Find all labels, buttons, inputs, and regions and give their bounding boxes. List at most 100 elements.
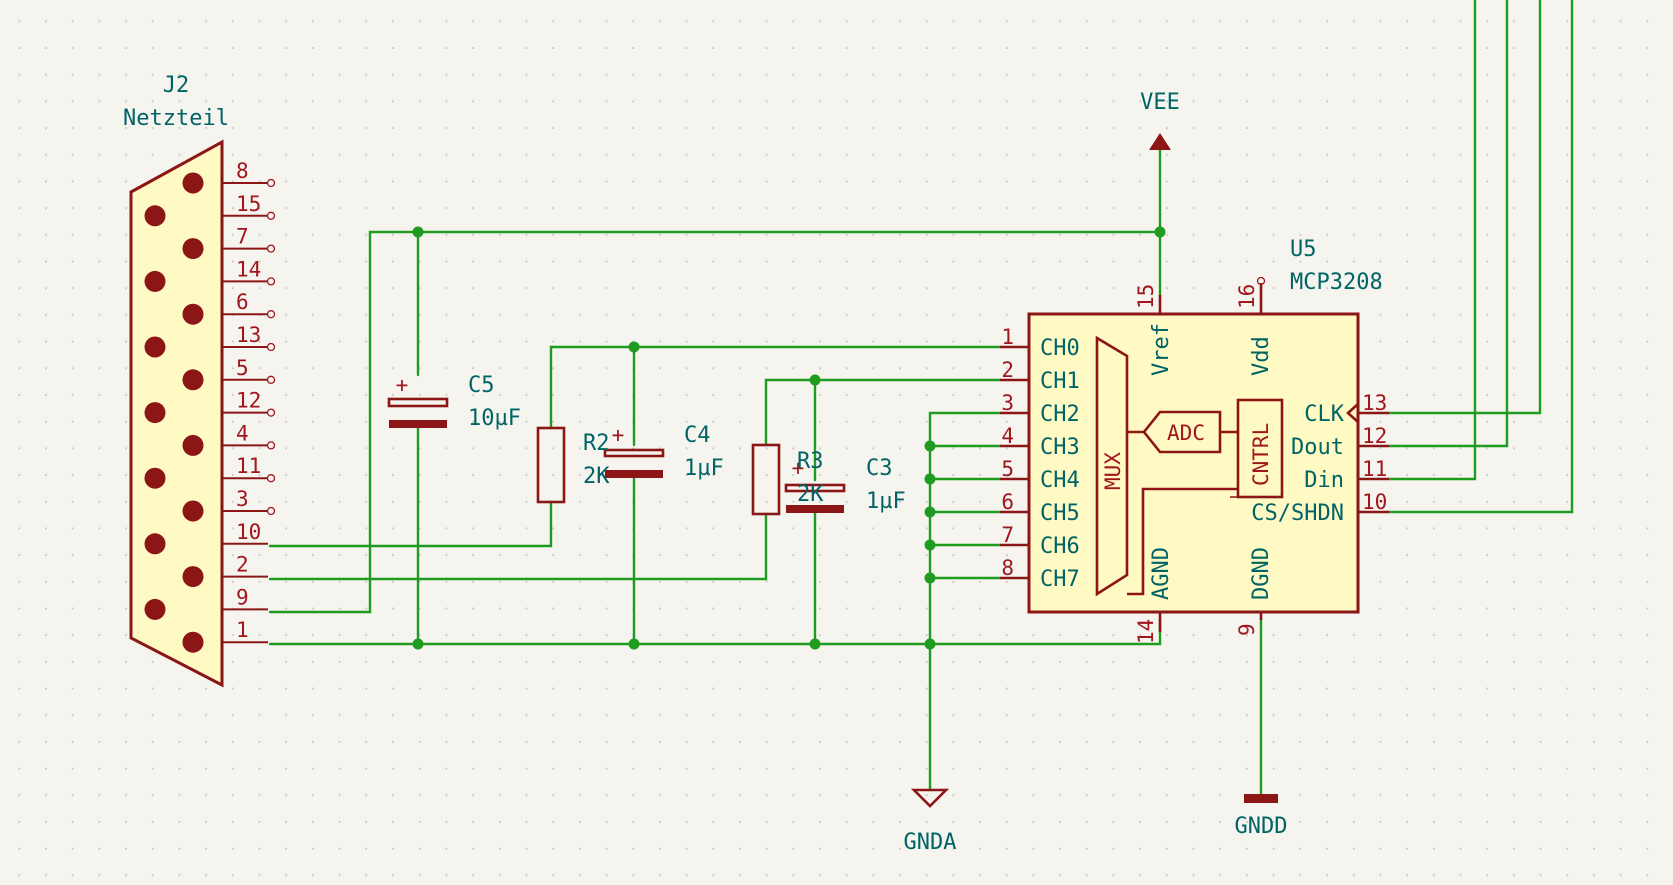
connector-pin-number: 11 [236, 454, 261, 478]
pin-number: 9 [1235, 623, 1259, 636]
wire-r2-to-ch0 [549, 345, 1002, 430]
capacitor-ref: C4 [684, 423, 711, 448]
capacitor-plate [786, 505, 844, 513]
connector-pin-pad [144, 533, 166, 555]
connector-pin-number: 1 [236, 618, 249, 642]
junction-dot [412, 638, 424, 650]
no-connect-marker [266, 277, 276, 286]
pin-name: Vref [1149, 323, 1174, 376]
ic-body [1027, 312, 1360, 614]
resistor-r2[interactable]: R2 2K [536, 426, 610, 504]
connector-value: Netzteil [123, 106, 229, 131]
connector-pin-number: 4 [236, 421, 249, 445]
ic-pin-vdd: 16 Vdd [1235, 284, 1274, 376]
connector-pin-number: 12 [236, 389, 261, 413]
junction-dot [924, 440, 936, 452]
pin-number: 1 [1001, 325, 1014, 349]
pin-number: 5 [1001, 457, 1014, 481]
pin-number: 13 [1362, 391, 1387, 415]
capacitor-c5[interactable]: + C5 10µF [387, 373, 521, 431]
power-gndd[interactable]: GNDD [1235, 794, 1288, 839]
capacitor-value: 1µF [866, 489, 906, 514]
ic-pin-dout: 12 Dout [1291, 424, 1387, 460]
connector-pin-pad [182, 303, 204, 325]
pin-number: 14 [1134, 619, 1158, 644]
pin-number: 8 [1001, 556, 1014, 580]
pin-number: 2 [1001, 358, 1014, 382]
adc-label: ADC [1167, 421, 1205, 445]
ic-pin-dgnd: 9 DGND [1235, 547, 1274, 636]
no-connect-marker [266, 211, 276, 220]
resistor-r3[interactable]: R3 2K [751, 443, 824, 516]
pin-number: 7 [1001, 523, 1014, 547]
pin-name: CH3 [1040, 435, 1080, 460]
connector-pin-number: 13 [236, 323, 261, 347]
wire-ground-rail [268, 618, 1162, 646]
capacitor-c3[interactable]: + C3 1µF [784, 456, 906, 514]
capacitor-plate [389, 420, 447, 428]
ic-pin-vref: 15 Vref [1134, 284, 1174, 376]
junction-dot [924, 539, 936, 551]
wire-r3-to-ch1 [764, 378, 1002, 447]
power-label: GNDA [904, 830, 957, 855]
resistor-value: 2K [583, 464, 610, 489]
power-gnda[interactable]: GNDA [904, 788, 957, 855]
ic-pin-ch1: 2 CH1 [1001, 358, 1079, 394]
pin-name: AGND [1149, 547, 1174, 600]
junction-dot [628, 341, 640, 353]
ic-pin-ch2: 3 CH2 [1001, 391, 1079, 427]
control-label: CNTRL [1249, 423, 1273, 486]
connector-pin-pad [144, 270, 166, 292]
no-connect-marker [266, 408, 276, 417]
no-connect-marker [266, 342, 276, 352]
no-connect-marker [1256, 276, 1266, 286]
ic-pin-ch4: 5 CH4 [1001, 457, 1079, 493]
pin-number: 4 [1001, 424, 1014, 448]
connector-pin-pad [144, 402, 166, 424]
internal-link [1127, 430, 1238, 596]
no-connect-marker [266, 244, 276, 253]
ic-left-pin-stubs [1000, 276, 1389, 632]
ground-bar-icon [1244, 794, 1278, 803]
clock-input-icon [1346, 403, 1359, 423]
ic-pin-ch5: 6 CH5 [1001, 490, 1079, 526]
capacitor-ref: C5 [468, 373, 495, 398]
ic-pin-ch6: 7 CH6 [1001, 523, 1079, 559]
pin-name: Din [1304, 468, 1344, 493]
pin-name: DGND [1249, 547, 1274, 600]
ic-pin-ch7: 8 CH7 [1001, 556, 1079, 592]
capacitor-plate [605, 470, 663, 478]
junction-dot [924, 506, 936, 518]
wires [268, 0, 1574, 797]
ground-triangle-icon [910, 788, 950, 808]
power-arrow-icon [1149, 133, 1171, 150]
control-block [1236, 398, 1284, 499]
pin-name: CLK [1304, 402, 1344, 427]
pin-number: 12 [1362, 424, 1387, 448]
ic-pin-din: 11 Din [1304, 457, 1387, 493]
connector-pin-number: 7 [236, 225, 249, 249]
pin-stub [1358, 411, 1389, 514]
pin-name: CH1 [1040, 369, 1080, 394]
capacitor-c4[interactable]: + C4 1µF [603, 423, 724, 481]
power-vee[interactable]: VEE [1140, 90, 1180, 150]
ic-pin-cs: 10 CS/SHDN [1230, 490, 1387, 526]
power-label: GNDD [1235, 814, 1288, 839]
mux-label: MUX [1101, 452, 1125, 490]
no-connect-marker [266, 310, 276, 319]
pin-name: CH0 [1040, 336, 1080, 361]
pin-number: 3 [1001, 391, 1014, 415]
wire-pin9-to-vee [268, 230, 1162, 614]
pin-name: CH6 [1040, 534, 1080, 559]
polarity-plus-icon: + [792, 456, 805, 480]
ic-pin-ch0: 1 CH0 [1001, 325, 1079, 361]
connector-pin-number: 3 [236, 487, 249, 511]
polarity-plus-icon: + [396, 373, 409, 397]
connector-pin-number: 2 [236, 553, 249, 577]
ic-u5[interactable]: U5 MCP3208 1 CH0 2 CH1 3 CH2 4 CH3 5 [1000, 237, 1389, 644]
connector-pin-pad [182, 238, 204, 260]
capacitor-plate [784, 483, 846, 493]
no-connect-marker [266, 474, 276, 483]
